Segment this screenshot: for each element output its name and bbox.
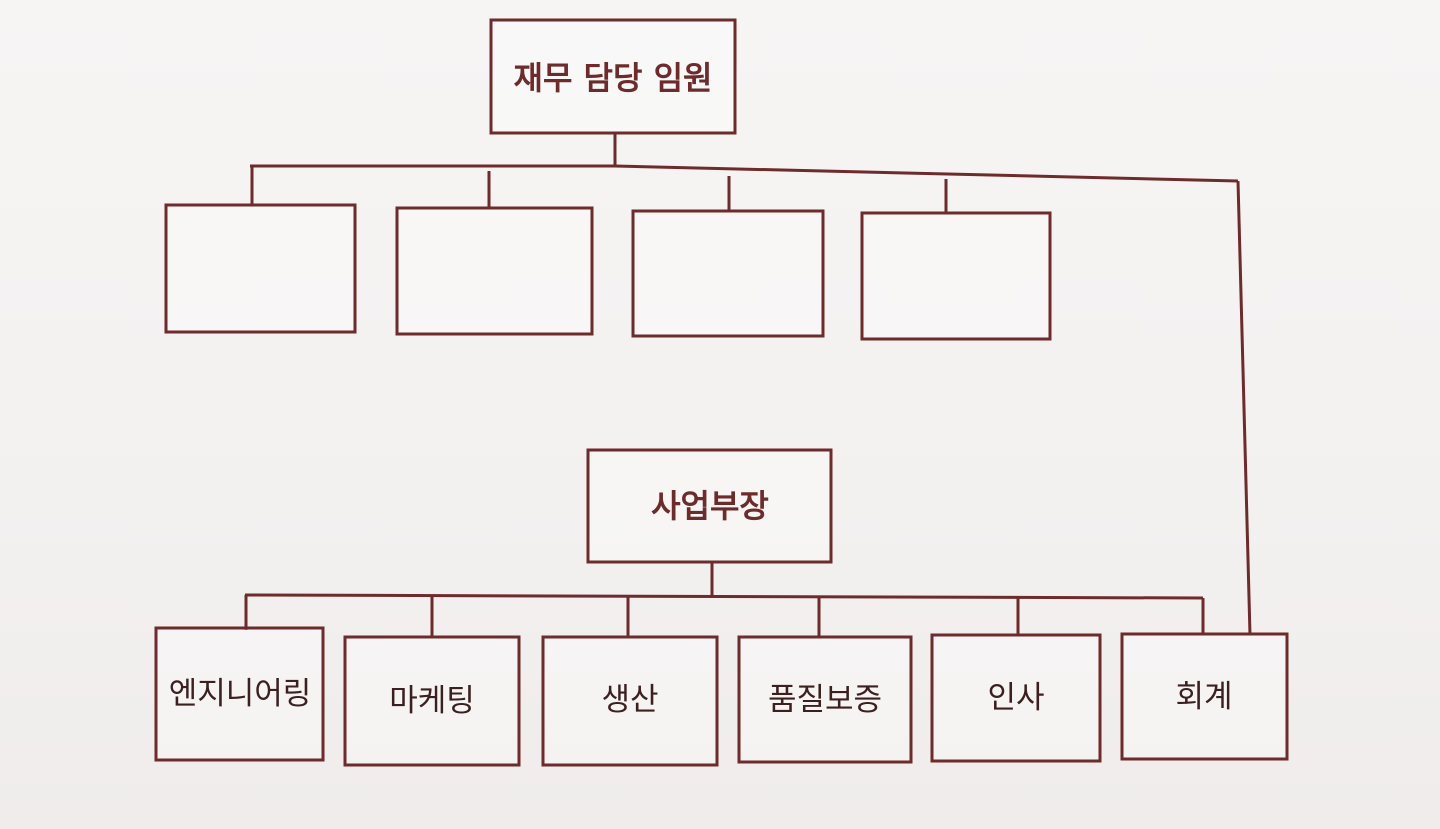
node-box xyxy=(343,635,521,767)
node-box xyxy=(631,209,825,338)
connector-mid-bus xyxy=(244,593,1204,600)
node-label: 마케팅 xyxy=(389,683,475,719)
node-dept-accounting: 회계 xyxy=(1120,632,1289,761)
node-box xyxy=(737,635,913,764)
connector-top-bus xyxy=(250,164,1239,183)
node-dept-production: 생산 xyxy=(541,635,719,767)
node-box xyxy=(154,626,325,762)
node-dept-hr: 인사 xyxy=(930,633,1102,763)
node-box xyxy=(930,633,1102,763)
node-division-manager: 사업부장 xyxy=(586,448,833,564)
node-box xyxy=(860,211,1052,341)
node-label: 엔지니어링 xyxy=(169,676,312,712)
connectors xyxy=(244,133,1252,637)
node-label: 재무 담당 임원 xyxy=(514,59,713,97)
node-box xyxy=(541,635,719,767)
node-finance-executive: 재무 담당 임원 xyxy=(489,18,737,135)
node-label: 사업부장 xyxy=(651,487,769,525)
node-box xyxy=(586,448,833,564)
node-box xyxy=(395,206,594,336)
node-empty-3 xyxy=(631,209,825,338)
node-label: 인사 xyxy=(987,680,1044,716)
node-box xyxy=(164,203,357,334)
node-empty-1 xyxy=(164,203,357,334)
node-dept-marketing: 마케팅 xyxy=(343,635,521,767)
node-box xyxy=(489,18,737,135)
connector-right-vertical xyxy=(1236,180,1252,636)
node-empty-4 xyxy=(860,211,1052,341)
node-empty-2 xyxy=(395,206,594,336)
node-box xyxy=(1120,632,1289,761)
node-label: 생산 xyxy=(601,682,658,718)
node-dept-engineering: 엔지니어링 xyxy=(154,626,325,762)
node-dept-quality-assurance: 품질보증 xyxy=(737,635,913,764)
node-label: 회계 xyxy=(1175,679,1232,715)
node-label: 품질보증 xyxy=(768,682,882,718)
